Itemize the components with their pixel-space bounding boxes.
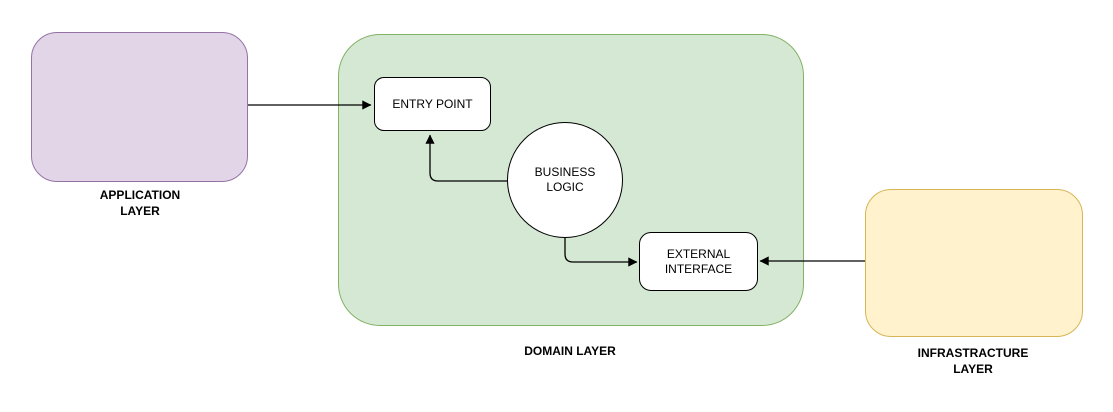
external-interface-node: EXTERNAL INTERFACE bbox=[639, 232, 758, 291]
entry-point-node: ENTRY POINT bbox=[374, 77, 491, 131]
application-layer-label-line2: LAYER bbox=[120, 203, 160, 218]
business-logic-node: BUSINESS LOGIC bbox=[507, 122, 623, 238]
infrastructure-layer-node bbox=[865, 189, 1083, 337]
application-layer-node bbox=[31, 32, 248, 182]
business-logic-label-line1: BUSINESS bbox=[534, 165, 596, 179]
domain-layer-label: DOMAIN LAYER bbox=[470, 344, 670, 360]
external-interface-label-line1: EXTERNAL bbox=[666, 246, 731, 261]
domain-layer-label-text: DOMAIN LAYER bbox=[524, 344, 616, 358]
infrastructure-layer-label: INFRASTRACTURE LAYER bbox=[873, 346, 1073, 377]
external-interface-label-line2: INTERFACE bbox=[664, 261, 733, 276]
infrastructure-layer-label-line2: LAYER bbox=[953, 361, 993, 376]
entry-point-label: ENTRY POINT bbox=[392, 96, 473, 111]
application-layer-label-line1: APPLICATION bbox=[99, 188, 181, 202]
business-logic-label-line2: LOGIC bbox=[546, 180, 584, 194]
infrastructure-layer-label-line1: INFRASTRACTURE bbox=[917, 346, 1029, 360]
application-layer-label: APPLICATION LAYER bbox=[40, 188, 240, 219]
